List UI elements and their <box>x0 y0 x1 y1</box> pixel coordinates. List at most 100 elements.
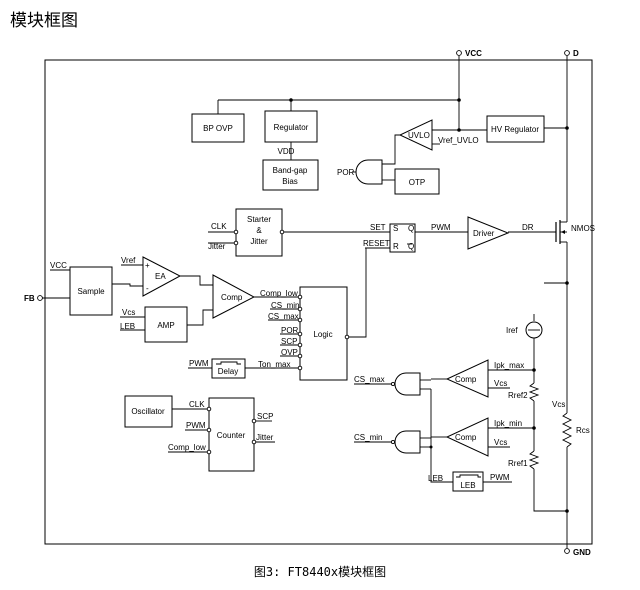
bp-ovp-block <box>191 113 245 143</box>
d-pin <box>564 50 570 56</box>
starter-clk-label: CLK <box>211 222 227 231</box>
counter-scp-label: SCP <box>257 412 273 421</box>
counter-jitter-label: Jitter <box>256 433 274 442</box>
scp-label: SCP <box>281 337 297 346</box>
rref1-resistor <box>528 450 540 470</box>
ea-label: EA <box>155 272 166 281</box>
starter-label-2: & <box>256 226 262 235</box>
counter-clk-label: CLK <box>189 400 205 409</box>
ea-amplifier <box>142 256 182 297</box>
uvlo-label: UVLO <box>408 131 430 140</box>
leb-out-label: LEB <box>428 474 443 483</box>
bandgap-block <box>262 159 319 191</box>
comp-main <box>212 274 256 319</box>
amp-label: AMP <box>157 321 174 330</box>
vdd-label: VDD <box>278 147 295 156</box>
reset-label: RESET <box>363 239 390 248</box>
starter-label-1: Starter <box>247 215 271 224</box>
otp-label: OTP <box>409 178 425 187</box>
rref2-resistor <box>528 382 540 402</box>
counter-pwm-label: PWM <box>186 421 206 430</box>
logic-block <box>299 286 348 381</box>
starter-jitter-label: Jitter <box>208 242 226 251</box>
svg-text:Q: Q <box>408 242 414 251</box>
cs-min-out-label: CS_min <box>354 433 382 442</box>
vcc-pin-label: VCC <box>465 49 482 58</box>
logic-label: Logic <box>313 330 332 339</box>
bp-ovp-label: BP OVP <box>203 124 233 133</box>
counter-comp-low-label: Comp_low <box>168 443 206 452</box>
por-and-gate <box>355 159 383 185</box>
comp-ipk-min <box>445 417 489 457</box>
ipk-max-label: Ipk_max <box>494 361 524 370</box>
cs-max-label: CS_max <box>268 312 299 321</box>
cs-min-and-gate <box>394 430 421 454</box>
fb-pin-label: FB <box>24 294 35 303</box>
driver-label: Driver <box>473 229 495 238</box>
sample-block <box>69 266 113 316</box>
sample-label: Sample <box>77 287 105 296</box>
starter-label-3: Jitter <box>250 237 268 246</box>
amp-block <box>144 306 188 343</box>
counter-block <box>208 397 255 472</box>
vcs-right-label: Vcs <box>552 400 565 409</box>
set-label: SET <box>370 223 386 232</box>
cs-max-and-gate <box>394 372 421 396</box>
hv-regulator-label: HV Regulator <box>491 125 539 134</box>
nmos-label: NMOS <box>571 224 595 233</box>
ovp-label: OVP <box>281 348 298 357</box>
pwm-label: PWM <box>431 223 451 232</box>
comp-main-label: Comp <box>221 293 243 302</box>
leb-pwm-label: PWM <box>490 473 510 482</box>
oscillator-block <box>124 395 173 428</box>
comp-low-label: Comp_low <box>260 289 298 298</box>
gnd-pin-label: GND <box>573 548 591 557</box>
amp-leb-label: LEB <box>120 322 135 331</box>
leb-block <box>452 471 484 492</box>
counter-label: Counter <box>217 431 246 440</box>
page-title: 模块框图 <box>10 11 78 31</box>
svg-text:-: - <box>146 284 149 293</box>
rref2-label: Rref2 <box>508 391 528 400</box>
driver-buffer <box>467 216 510 250</box>
iref-label: Iref <box>506 326 518 335</box>
chip-boundary <box>44 59 593 545</box>
ipk-min-label: Ipk_min <box>494 419 522 428</box>
bandgap-label-1: Band-gap <box>273 166 308 175</box>
dr-label: DR <box>522 223 534 232</box>
figure-caption: 图3: FT8440x模块框图 <box>253 565 387 579</box>
fb-pin <box>37 295 43 301</box>
d-pin-label: D <box>573 49 579 58</box>
svg-text:R: R <box>393 242 399 251</box>
vcs-upper-label: Vcs <box>494 379 507 388</box>
svg-text:Q: Q <box>408 224 414 233</box>
vcs-lower-label: Vcs <box>494 438 507 447</box>
vref-label: Vref <box>121 256 136 265</box>
cs-min-label: CS_min <box>271 301 299 310</box>
delay-label: Delay <box>218 367 238 376</box>
rref1-label: Rref1 <box>508 459 528 468</box>
rcs-label: Rcs <box>576 426 590 435</box>
sample-vcc-label: VCC <box>50 261 67 270</box>
bandgap-label-2: Bias <box>282 177 298 186</box>
sr-latch <box>389 223 416 253</box>
cs-max-out-label: CS_max <box>354 375 385 384</box>
leb-block-label: LEB <box>460 481 475 490</box>
rcs-resistor <box>561 412 573 448</box>
comp-ipk-min-label: Comp <box>455 433 477 442</box>
por-in-label: POR <box>281 326 299 335</box>
oscillator-label: Oscillator <box>131 407 165 416</box>
ton-max-label: Ton_max <box>258 360 290 369</box>
otp-block <box>394 168 440 195</box>
vcc-pin <box>456 50 462 56</box>
pwm-delay-label: PWM <box>189 359 209 368</box>
amp-vcs-label: Vcs <box>122 308 135 317</box>
hv-regulator-block <box>486 115 545 143</box>
regulator-block <box>264 110 318 143</box>
comp-ipk-max-label: Comp <box>455 375 477 384</box>
comp-ipk-max <box>445 359 489 398</box>
svg-text:S: S <box>393 224 398 233</box>
nmos-transistor <box>555 220 567 244</box>
por-label: POR <box>337 168 355 177</box>
